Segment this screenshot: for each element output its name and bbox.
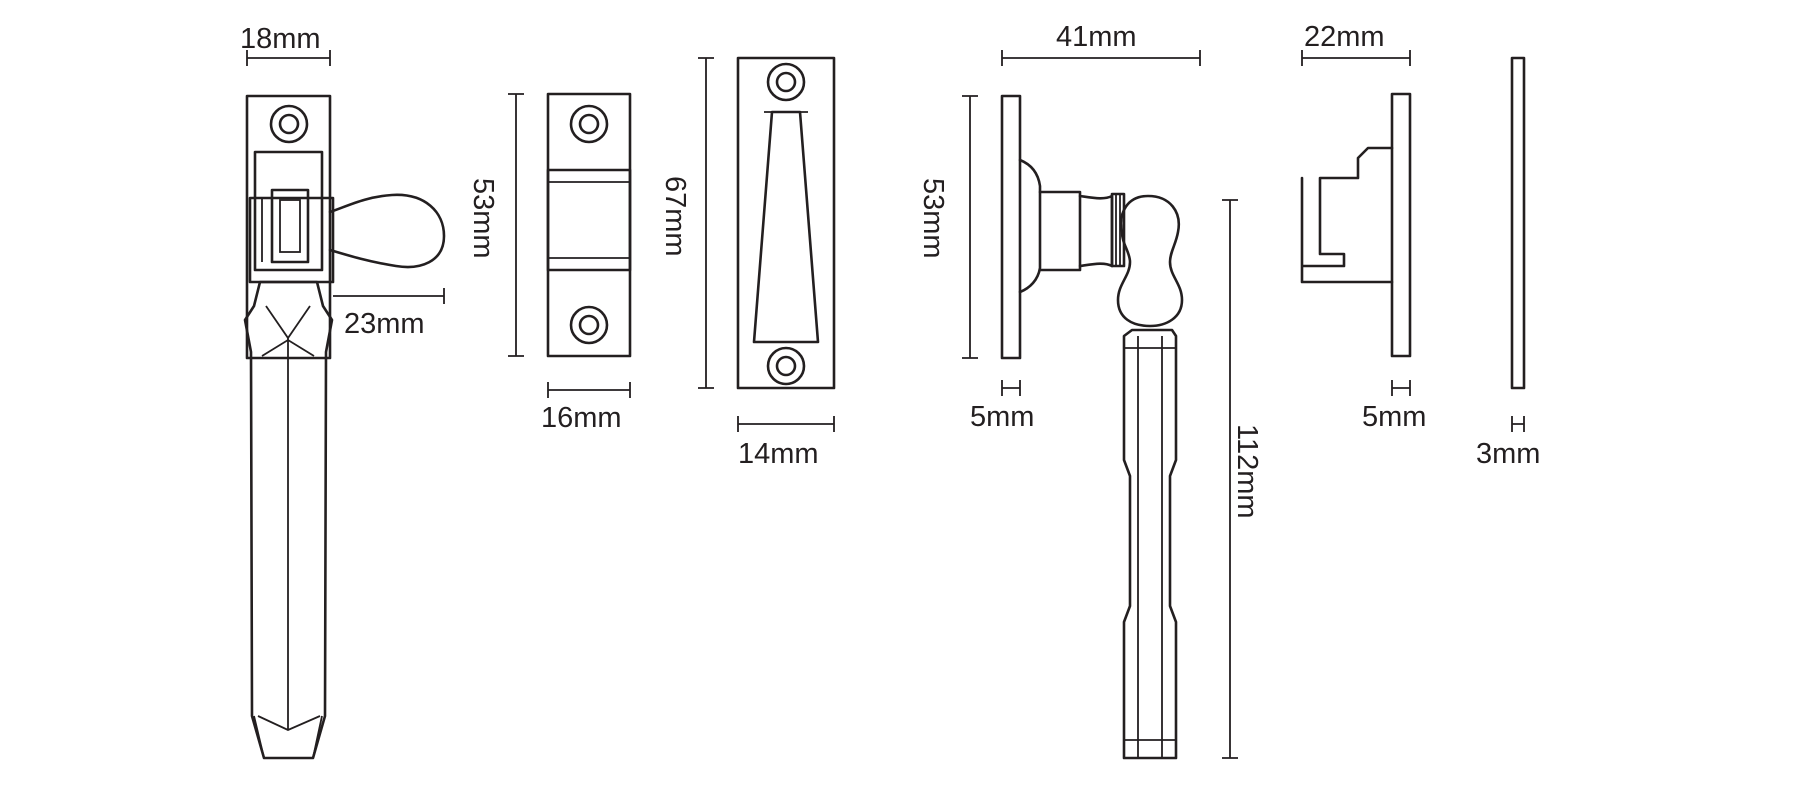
dim-plate-width: 14mm bbox=[737, 416, 835, 470]
dim-label: 53mm bbox=[467, 178, 499, 259]
collar-lines bbox=[261, 198, 323, 262]
side-collar-line bbox=[1115, 193, 1121, 267]
dim-label: 41mm bbox=[1056, 21, 1137, 53]
dim-plate-height: 67mm bbox=[659, 57, 714, 389]
packer-strip bbox=[1510, 56, 1526, 390]
dim-label: 5mm bbox=[1362, 401, 1426, 433]
keep-front-view bbox=[546, 92, 632, 358]
screw-hole-inner bbox=[578, 314, 600, 336]
fastener-pivot bbox=[270, 188, 310, 264]
dim-label: 112mm bbox=[1231, 424, 1263, 519]
screw-hole-inner bbox=[775, 355, 797, 377]
plate-body bbox=[736, 56, 836, 390]
side-handle-grooves bbox=[1137, 336, 1163, 758]
dim-label: 14mm bbox=[738, 438, 819, 470]
keep-band-lines bbox=[548, 181, 630, 259]
fastener-side-view bbox=[1000, 94, 1184, 760]
dim-side-height: 53mm bbox=[917, 95, 978, 359]
dim-hook-base: 5mm bbox=[1362, 380, 1426, 433]
screw-hole-icon bbox=[766, 62, 806, 102]
dim-keep-height: 53mm bbox=[467, 93, 524, 357]
dim-label: 16mm bbox=[541, 402, 622, 434]
screw-hole-icon bbox=[269, 104, 309, 144]
fastener-pivot-slot bbox=[279, 199, 301, 253]
screw-hole-inner bbox=[775, 71, 797, 93]
dim-hook-width: 22mm bbox=[1301, 21, 1411, 66]
hook-keep-side-view bbox=[1300, 92, 1412, 358]
side-backplate bbox=[1000, 94, 1022, 360]
dim-handle-length: 112mm bbox=[1222, 199, 1263, 759]
lever-tip-lines bbox=[253, 715, 323, 759]
screw-hole-icon bbox=[569, 305, 609, 345]
dim-keep-width: 16mm bbox=[541, 382, 631, 434]
dim-label: 23mm bbox=[344, 308, 425, 340]
screw-hole-icon bbox=[569, 104, 609, 144]
keep-center-band bbox=[546, 168, 632, 272]
screw-hole-inner bbox=[578, 113, 600, 135]
lever-facet-top bbox=[265, 305, 311, 340]
dim-label: 18mm bbox=[240, 23, 321, 55]
fastener-collar bbox=[248, 196, 335, 284]
dim-label: 3mm bbox=[1476, 438, 1540, 470]
screw-hole-icon bbox=[766, 346, 806, 386]
hook-profile bbox=[1300, 146, 1394, 284]
side-handle-shaft bbox=[1122, 328, 1178, 760]
slotted-plate-front-view bbox=[736, 56, 836, 390]
packer-side-view bbox=[1510, 56, 1526, 390]
dim-side-reach: 41mm bbox=[1001, 21, 1201, 66]
side-knob bbox=[1116, 194, 1184, 328]
dim-label: 5mm bbox=[970, 401, 1034, 433]
dim-packer-thickness: 3mm bbox=[1476, 416, 1540, 470]
side-neck bbox=[1038, 190, 1082, 272]
fastener-backplate bbox=[245, 94, 332, 360]
dim-label: 67mm bbox=[659, 176, 691, 257]
dim-side-base: 5mm bbox=[970, 380, 1034, 433]
fastener-cam-tail bbox=[328, 193, 446, 269]
side-handle-bands bbox=[1124, 347, 1176, 741]
hook-plate bbox=[1390, 92, 1412, 358]
dim-label: 53mm bbox=[917, 178, 949, 259]
screw-hole-inner bbox=[278, 113, 300, 135]
dim-fastener-width: 18mm bbox=[240, 23, 331, 66]
side-rose bbox=[1018, 158, 1042, 294]
dim-label: 22mm bbox=[1304, 21, 1385, 53]
lever-facet-mid bbox=[261, 338, 315, 357]
dim-fastener-projection: 23mm bbox=[333, 288, 445, 340]
fastener-front-view bbox=[243, 94, 446, 760]
lever-facet-bottom bbox=[257, 715, 321, 731]
side-neck-waist bbox=[1078, 194, 1114, 268]
plate-slot bbox=[752, 110, 820, 344]
